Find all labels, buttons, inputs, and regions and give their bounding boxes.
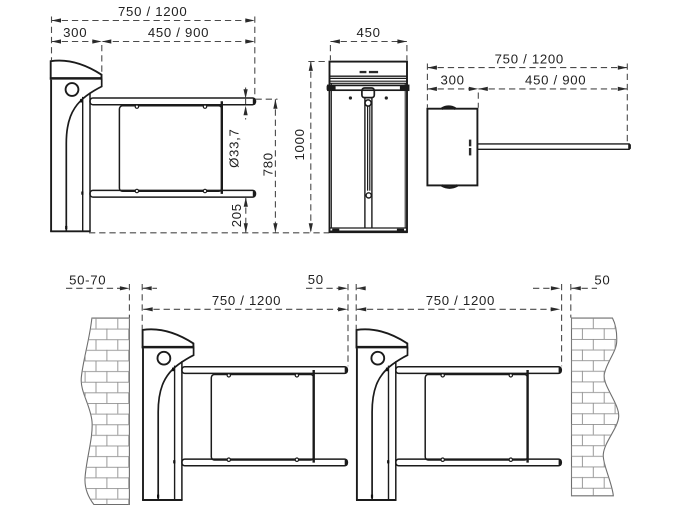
svg-text:750 / 1200: 750 / 1200 [495, 51, 564, 66]
svg-text:300: 300 [441, 72, 465, 87]
svg-text:450: 450 [357, 25, 381, 40]
svg-text:750 / 1200: 750 / 1200 [426, 293, 495, 308]
svg-text:750 / 1200: 750 / 1200 [212, 293, 281, 308]
svg-text:50-70: 50-70 [69, 272, 106, 287]
svg-text:450 / 900: 450 / 900 [525, 72, 586, 87]
svg-text:1000: 1000 [292, 128, 307, 160]
svg-text:300: 300 [63, 25, 87, 40]
svg-text:Ø33,7: Ø33,7 [227, 128, 242, 167]
svg-text:450 / 900: 450 / 900 [148, 25, 209, 40]
svg-text:750 / 1200: 750 / 1200 [118, 4, 187, 19]
svg-text:780: 780 [261, 152, 276, 176]
svg-text:50: 50 [308, 272, 324, 287]
svg-text:205: 205 [229, 203, 244, 227]
svg-text:50: 50 [594, 272, 610, 287]
